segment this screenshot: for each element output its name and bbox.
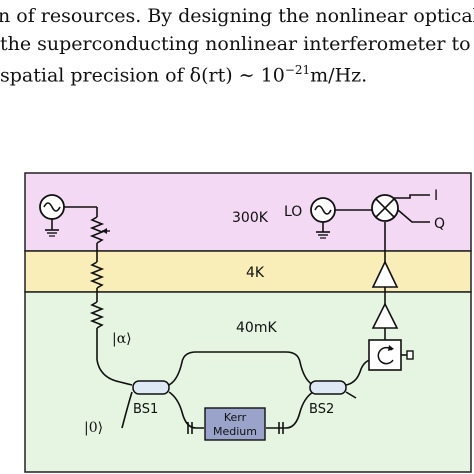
text-line-1: n of resources. By designing the nonline… <box>0 4 474 29</box>
coherent-state-label: |α⟩ <box>112 331 132 347</box>
text-line-4-suffix: m/Hz. <box>310 64 368 87</box>
vacuum-state-label: |0⟩ <box>84 420 103 436</box>
variable-attenuator-icon <box>89 216 110 244</box>
kerr-label-line2: Medium <box>213 425 257 438</box>
mixer-icon <box>371 194 399 222</box>
zone-label-4k: 4K <box>246 265 265 281</box>
kerr-medium-box <box>204 407 266 441</box>
text-line-3: the superconducting nonlinear interferom… <box>0 33 471 55</box>
circulator-icon <box>368 339 414 371</box>
i-output-label: I <box>434 188 438 204</box>
text-line-3-wrap: the superconducting nonlinear interferom… <box>0 32 471 57</box>
text-line-2: n of resources. By designing the nonline… <box>0 5 474 27</box>
bs2-label: BS2 <box>309 402 334 417</box>
zone-label-40mk: 40mK <box>236 320 277 336</box>
q-output-label: Q <box>434 216 445 232</box>
coupling-capacitor-left-icon <box>187 422 193 434</box>
lo-label: LO <box>284 204 302 220</box>
coupling-capacitor-right-icon <box>278 422 284 434</box>
amplifier-40mk-icon <box>371 302 399 329</box>
text-line-4: spatial precision of δ(rt) ∼ 10−21m/Hz. <box>0 58 367 88</box>
zone-40mk <box>24 291 472 473</box>
text-line-4-exponent: −21 <box>284 63 311 77</box>
signal-source-icon <box>39 194 65 237</box>
text-line-4-prefix: spatial precision of δ(rt) ∼ 10 <box>0 64 285 87</box>
local-oscillator-icon <box>310 197 336 239</box>
attenuator-40mk-icon <box>89 301 105 329</box>
bs1-label: BS1 <box>133 402 158 417</box>
kerr-label-line1: Kerr <box>224 411 247 424</box>
attenuator-4k-icon <box>89 261 105 289</box>
amplifier-4k-icon <box>371 260 399 288</box>
beamsplitter-1 <box>132 380 170 395</box>
beamsplitter-2 <box>309 380 347 395</box>
zone-label-300k: 300K <box>232 210 269 226</box>
